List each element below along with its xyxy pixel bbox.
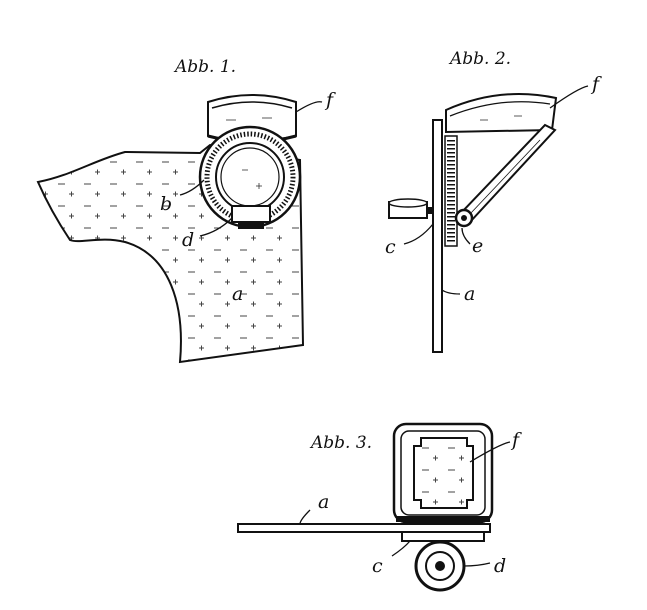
figure-1-label-d: d [182,229,194,251]
figure-2-label-a: a [464,283,475,305]
figure-2-caption: Abb. 2. [448,49,511,69]
figure-2-rod-a [433,120,442,352]
figure-3-bar-a [238,524,490,532]
figure-1-caption: Abb. 1. [173,57,236,77]
figure-3-caption: Abb. 3. [309,433,372,453]
figure-1: Abb. 1. f b [38,57,336,362]
figure-3-label-d: d [494,555,506,577]
figure-2-support-arm [460,125,555,222]
figure-2-label-f: f [590,73,602,95]
figure-1-label-b: b [160,193,172,215]
figure-2: Abb. 2. f c e a [385,49,602,352]
figure-3-wheel-d [416,542,464,590]
figure-3-label-f: f [510,429,522,451]
figure-3-base-c [402,532,484,541]
figure-1-label-f: f [324,89,336,111]
figure-3: Abb. 3. f a c d [238,424,522,590]
figure-2-lamp-head-f [446,94,556,132]
figure-2-label-e: e [472,235,483,257]
figure-3-label-c: c [372,555,383,577]
figure-1-label-a: a [232,283,243,305]
figure-3-label-a: a [318,491,329,513]
figure-2-knob-c [389,199,434,218]
figure-2-label-c: c [385,236,396,258]
figure-3-lamp-head-f [394,424,492,522]
